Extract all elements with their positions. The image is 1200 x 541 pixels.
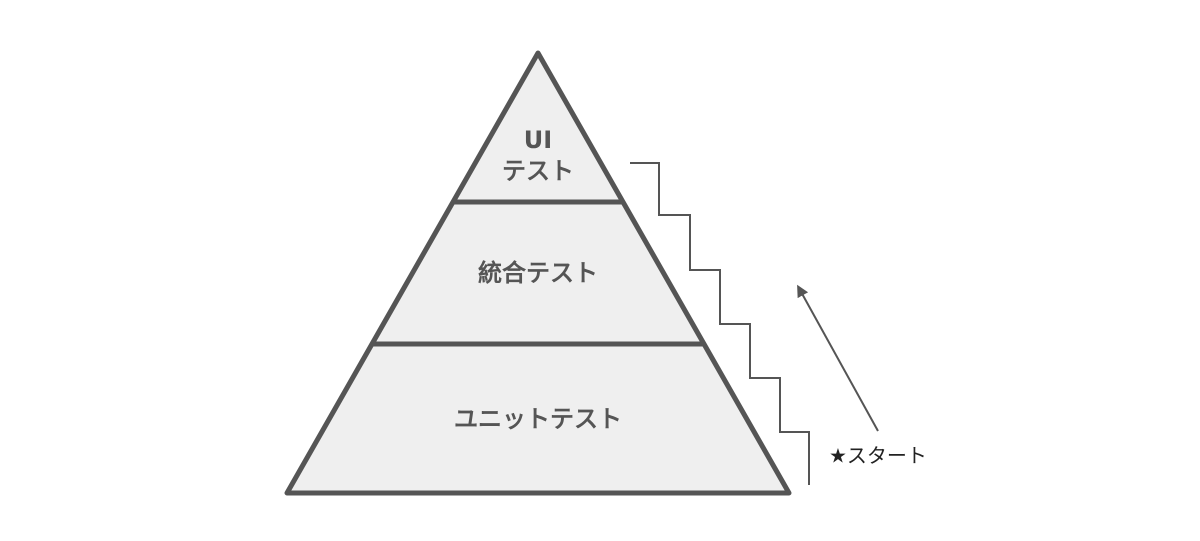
tier-label-unit: ユニットテスト bbox=[454, 405, 622, 433]
tier-label-ui-line2: テスト bbox=[502, 157, 574, 185]
tier-label-integration: 統合テスト bbox=[478, 259, 598, 287]
tier-label-ui-line1: UI bbox=[524, 126, 552, 154]
staircase-line bbox=[630, 162, 810, 485]
pyramid-outline bbox=[284, 50, 792, 496]
upward-arrow bbox=[797, 284, 879, 432]
start-label: ★スタート bbox=[829, 444, 927, 468]
